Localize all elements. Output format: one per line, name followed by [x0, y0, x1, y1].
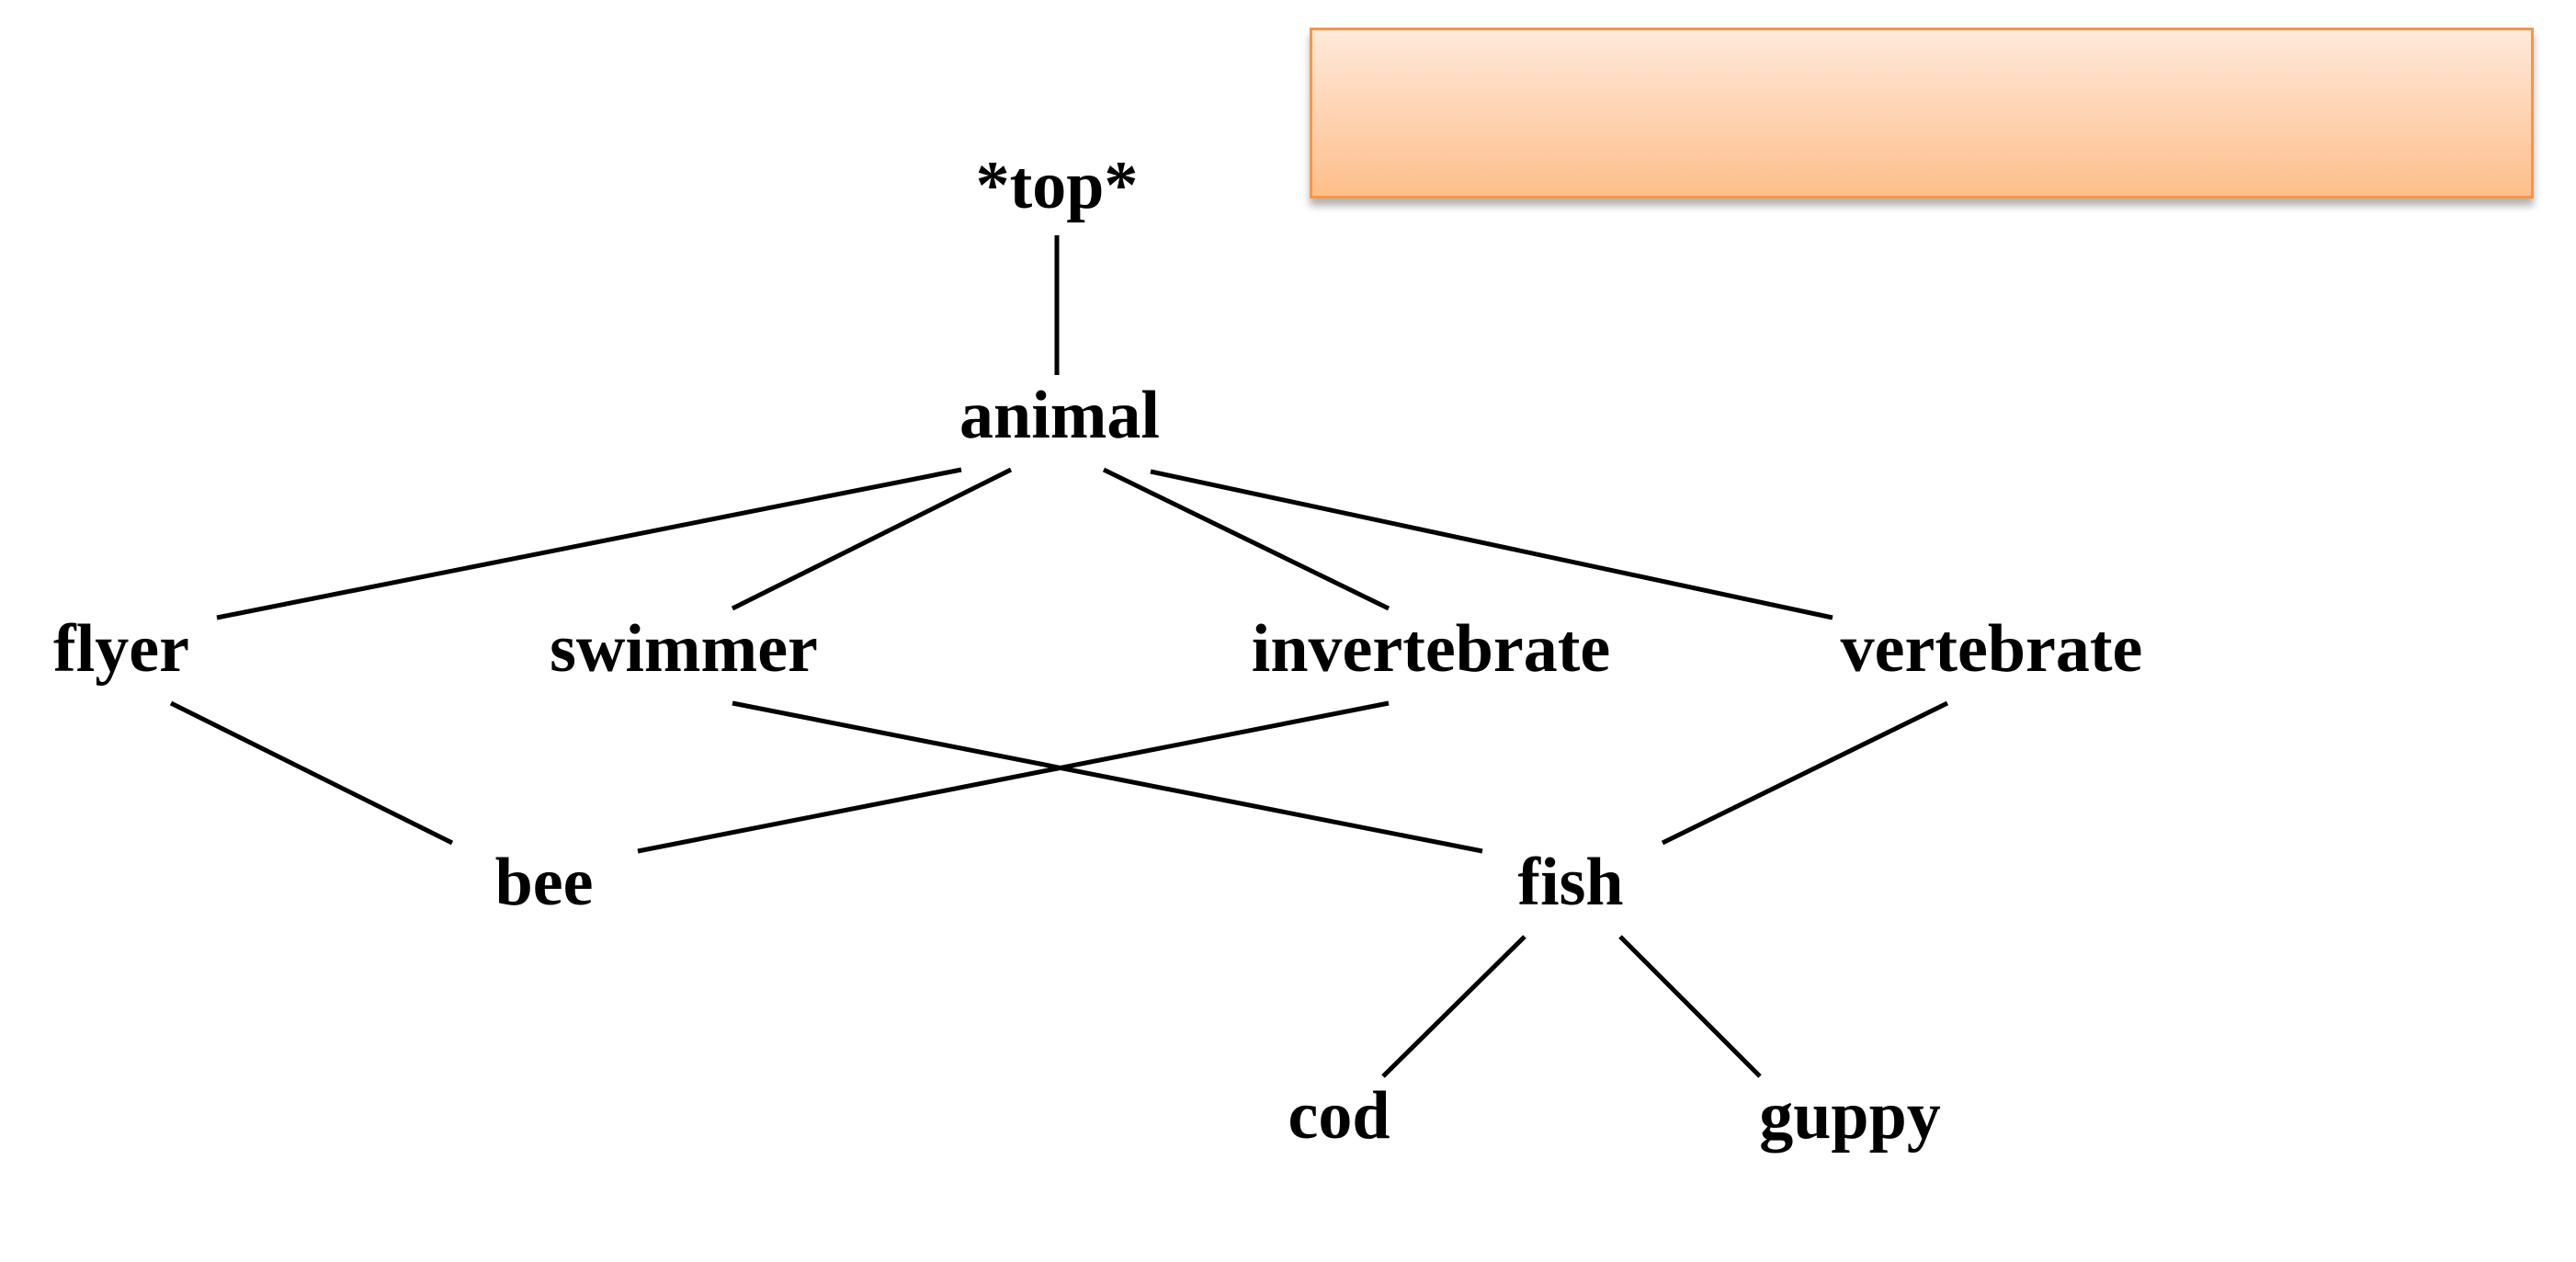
node-vertebrate: vertebrate — [1840, 611, 2143, 687]
orange-callout-box — [1310, 28, 2534, 199]
node-swimmer: swimmer — [550, 611, 818, 687]
node-invertebrate: invertebrate — [1251, 611, 1611, 687]
edge-fish-cod — [1381, 935, 1526, 1078]
edge-animal-vertebrate — [1150, 469, 1833, 620]
node-animal: animal — [959, 378, 1160, 453]
node-guppy: guppy — [1759, 1078, 1941, 1154]
edge-swimmer-fish — [732, 700, 1483, 854]
edge-vertebrate-fish — [1661, 700, 1949, 846]
edge-flyer-bee — [169, 700, 454, 846]
edge-animal-invertebrate — [1102, 467, 1390, 611]
edge-invertebrate-bee — [637, 700, 1390, 854]
node-fish: fish — [1517, 845, 1624, 920]
node-flyer: flyer — [53, 611, 189, 687]
edge-animal-flyer — [216, 467, 962, 620]
edge-fish-guppy — [1618, 935, 1762, 1078]
edge-animal-swimmer — [731, 467, 1013, 611]
node-bee: bee — [494, 845, 594, 920]
node-cod: cod — [1288, 1078, 1390, 1154]
node-top: *top* — [975, 148, 1139, 223]
